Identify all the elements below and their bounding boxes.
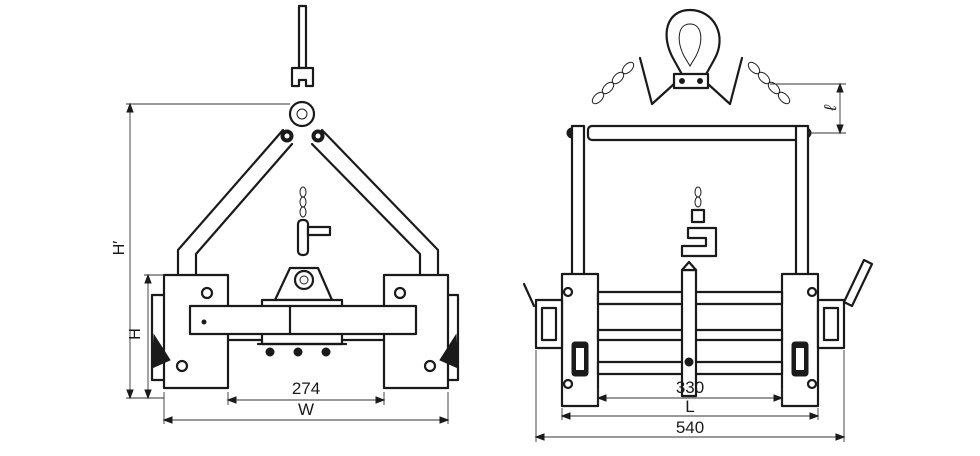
label-L: L [685,397,694,416]
lifting-ring [280,100,325,143]
label-W: W [298,400,314,419]
dimension-jaw-span: 274 [226,379,386,405]
outer-left-plate [522,282,564,350]
handle-lever [842,258,874,308]
top-crossbar [566,124,812,142]
lifting-hook [290,4,315,88]
side-center-chain [680,186,718,258]
label-ell: ℓ [821,105,840,112]
sling-lines [638,56,744,106]
label-540: 540 [676,418,704,437]
side-bolts [562,286,818,390]
left-arm [176,128,294,277]
dimension-inner-span: 330 [596,378,784,404]
center-chain [296,186,332,257]
dimension-height-open: H′ [111,102,290,400]
dimension-lift-length: ℓ [770,82,846,135]
outer-right-plate [816,298,846,350]
label-H-prime: H′ [111,241,128,256]
right-chain [747,61,791,105]
dimension-height: H [127,273,164,400]
front-view: 274 W H′ H [111,4,460,424]
dimension-length: L [560,397,820,420]
left-roller [571,341,589,377]
label-274: 274 [292,379,320,398]
horizontal-beam [188,304,418,336]
right-roller [791,341,809,377]
dimension-width: W [162,392,450,424]
right-side-bar [794,124,810,278]
left-chain [591,61,635,105]
left-side-bar [570,124,586,278]
side-view: ℓ 330 L 540 [522,8,874,442]
label-330: 330 [676,378,704,397]
dimension-overall: 540 [534,350,846,442]
label-H: H [127,328,144,340]
master-link [665,8,721,90]
right-arm [310,128,440,277]
